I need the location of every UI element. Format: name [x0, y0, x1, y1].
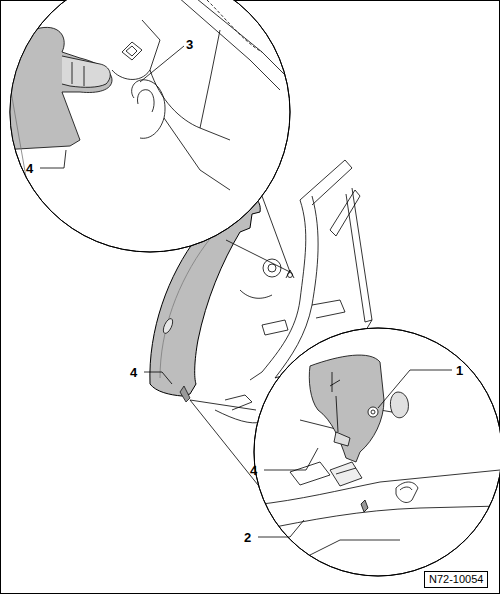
callout-number: 2 [244, 531, 251, 544]
callout-number: 4 [26, 162, 33, 175]
callout-number: 4 [250, 464, 257, 477]
callout-number: 4 [130, 366, 137, 379]
callout-number: 3 [186, 38, 193, 51]
figure-code: N72-10054 [424, 571, 488, 588]
callout-number: 1 [456, 364, 463, 377]
